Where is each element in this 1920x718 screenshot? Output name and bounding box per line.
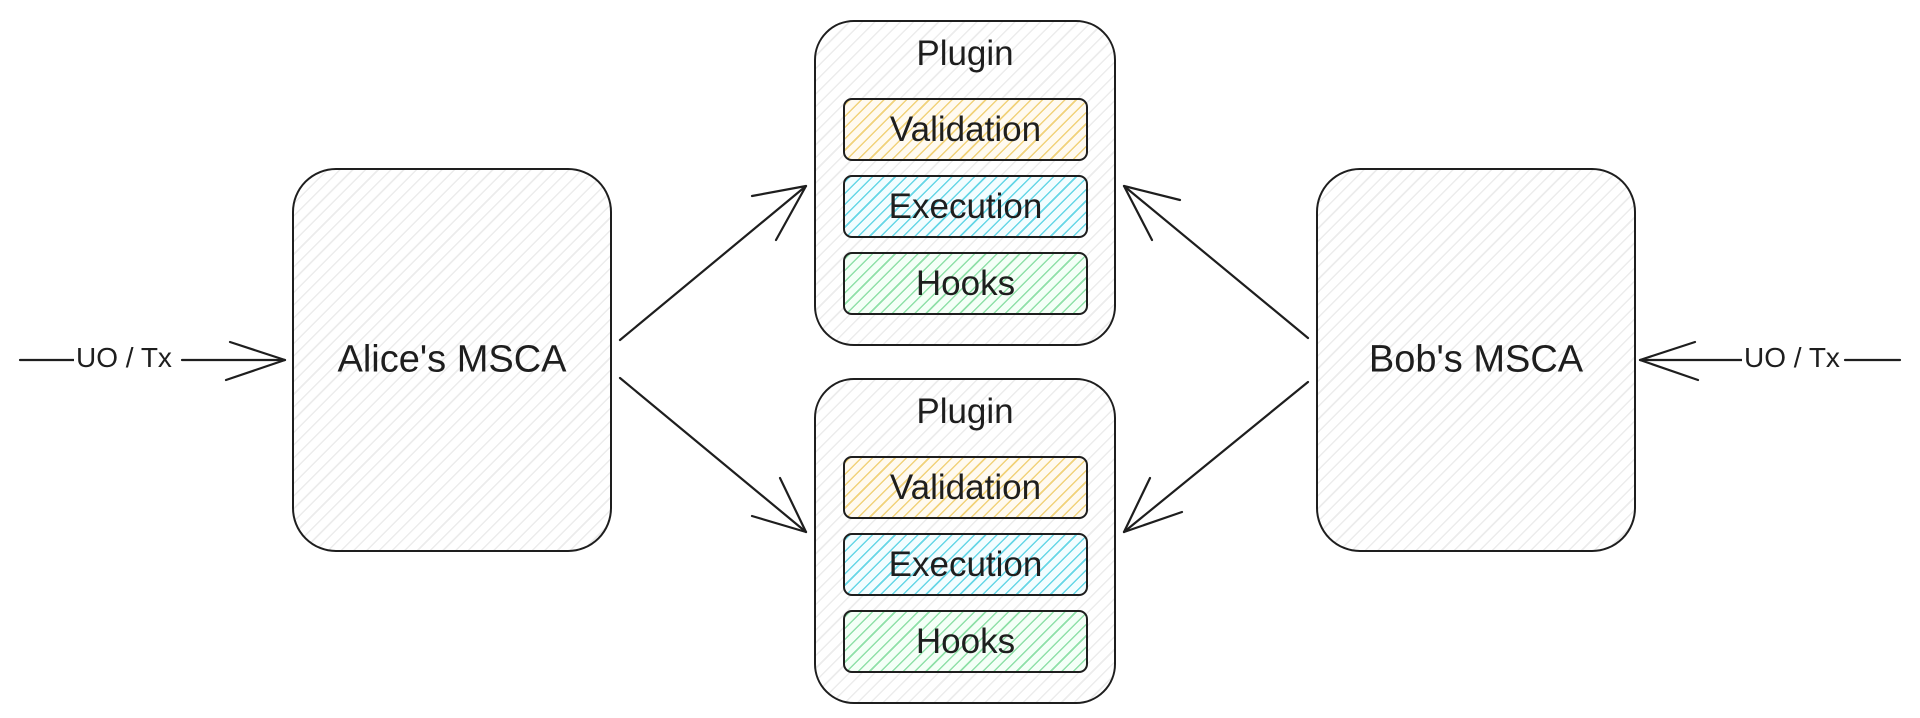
plugin-box-2: Plugin Validation Execution Hooks — [814, 378, 1116, 704]
right-input-label: UO / Tx — [1742, 342, 1842, 374]
arrow-bob-plugin2-head — [1122, 476, 1184, 534]
right-input-arrowhead — [1638, 340, 1700, 382]
alice-msca-box: Alice's MSCA — [292, 168, 612, 552]
plugin-box-1: Plugin Validation Execution Hooks — [814, 20, 1116, 346]
left-input-arrowhead — [224, 340, 287, 382]
hooks-module: Hooks — [843, 252, 1088, 315]
bob-msca-label: Bob's MSCA — [1368, 338, 1584, 381]
validation-module: Validation — [843, 456, 1088, 519]
arrow-alice-plugin1 — [618, 184, 808, 342]
plugin-title: Plugin — [916, 392, 1014, 431]
validation-module: Validation — [843, 98, 1088, 161]
arrow-bob-plugin2 — [1122, 380, 1310, 534]
hooks-module: Hooks — [843, 610, 1088, 673]
bob-msca-box: Bob's MSCA — [1316, 168, 1636, 552]
arrow-bob-plugin1-head — [1122, 184, 1182, 242]
arrow-alice-plugin2-head — [750, 476, 808, 534]
plugin-title: Plugin — [916, 34, 1014, 73]
left-input-label: UO / Tx — [74, 342, 174, 374]
arrow-bob-plugin1 — [1122, 184, 1310, 340]
execution-module: Execution — [843, 175, 1088, 238]
alice-msca-label: Alice's MSCA — [337, 338, 567, 381]
arrow-alice-plugin2 — [618, 376, 808, 534]
execution-module: Execution — [843, 533, 1088, 596]
arrow-alice-plugin1-head — [750, 184, 808, 242]
